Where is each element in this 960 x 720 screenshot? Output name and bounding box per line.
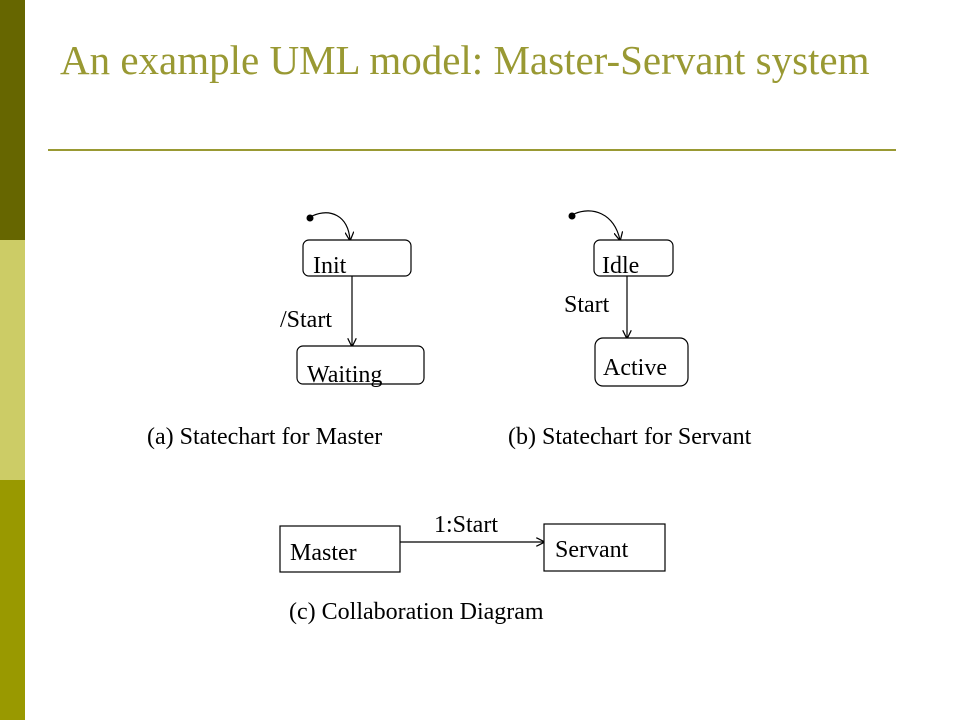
master-state-init xyxy=(302,239,412,277)
master-statechart: Init /Start Waiting (a) Statechart for M… xyxy=(147,212,425,450)
collab-object-master xyxy=(279,525,401,573)
collab-object-servant-label: Servant xyxy=(555,537,629,563)
title-divider xyxy=(48,149,896,151)
slide-title: An example UML model: Master-Servant sys… xyxy=(60,37,870,83)
collab-message-label: 1:Start xyxy=(434,512,498,538)
servant-statechart-caption: (b) Statechart for Servant xyxy=(508,424,752,450)
master-initial-transition-arrow xyxy=(311,212,350,240)
master-state-waiting xyxy=(296,345,425,385)
master-initial-pseudostate xyxy=(306,214,314,222)
sidebar-band-mid xyxy=(0,480,25,720)
master-transition-label: /Start xyxy=(280,307,332,333)
servant-state-active xyxy=(594,337,689,387)
collaboration-caption: (c) Collaboration Diagram xyxy=(289,599,544,625)
servant-initial-pseudostate xyxy=(568,212,576,220)
servant-state-idle xyxy=(593,239,674,277)
servant-state-active-label: Active xyxy=(603,355,667,381)
master-state-init-label: Init xyxy=(313,253,347,279)
master-state-waiting-label: Waiting xyxy=(307,362,382,388)
sidebar-band-light xyxy=(0,240,25,480)
servant-transition-label: Start xyxy=(564,292,610,318)
collab-object-servant xyxy=(543,523,666,572)
collaboration-diagram: Master 1:Start Servant (c) Collaboration… xyxy=(279,512,666,625)
servant-state-idle-label: Idle xyxy=(602,253,639,279)
master-statechart-caption: (a) Statechart for Master xyxy=(147,424,382,450)
sidebar-band-dark xyxy=(0,0,25,240)
servant-initial-transition-arrow xyxy=(573,210,620,240)
servant-statechart: Idle Start Active (b) Statechart for Ser… xyxy=(508,210,752,450)
collab-object-master-label: Master xyxy=(290,540,357,566)
